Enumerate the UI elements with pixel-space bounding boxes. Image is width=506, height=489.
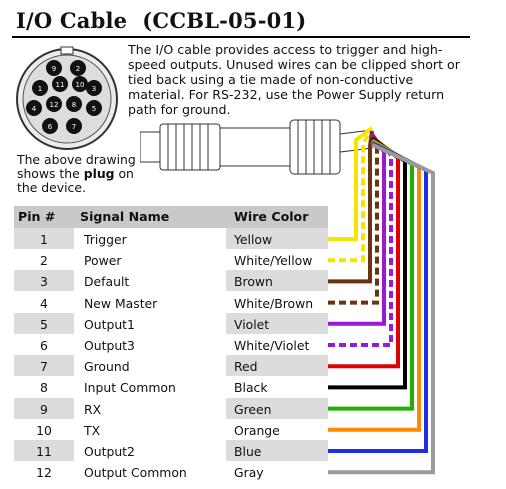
pin-cell: 9	[40, 401, 48, 417]
signal-cell-bg	[74, 397, 226, 419]
signal-cell-bg	[74, 376, 226, 398]
plug-pin-label: 1	[38, 85, 42, 93]
plug-pin-label: 7	[72, 123, 76, 131]
plug-pin-label: 9	[52, 65, 56, 73]
plug-pin-label: 2	[76, 65, 80, 73]
signal-cell: RX	[84, 401, 102, 417]
plug-pin-label: 11	[56, 81, 65, 89]
plug-pin	[46, 60, 62, 76]
cable-connector-drawing	[140, 119, 373, 175]
signal-cell: Power	[84, 253, 122, 269]
signal-cell: Default	[84, 274, 130, 290]
plug-pin-label: 10	[76, 81, 85, 89]
pin-cell: 6	[40, 338, 48, 353]
plug-pin-label: 5	[92, 105, 96, 113]
signal-cell-bg	[74, 312, 226, 334]
signal-cell-bg	[74, 249, 226, 271]
color-cell: Blue	[234, 444, 262, 459]
pin-cell: 5	[40, 316, 48, 332]
pin-cell: 3	[40, 274, 48, 290]
table-header	[14, 206, 328, 228]
signal-cell-bg	[74, 440, 226, 461]
signal-cell-bg	[74, 355, 226, 377]
signal-cell-bg	[74, 461, 226, 483]
plug-pin	[86, 100, 102, 116]
plug-pin	[46, 96, 62, 112]
wire	[328, 126, 374, 241]
color-cell: Green	[234, 401, 272, 417]
pin-cell: 2	[40, 253, 48, 269]
signal-cell: Input Common	[84, 380, 176, 396]
signal-cell: Output2	[84, 444, 135, 459]
pin-cell: 1	[40, 232, 48, 247]
plug-pin	[70, 60, 86, 76]
color-cell: Red	[234, 359, 258, 375]
color-cell: Gray	[234, 465, 264, 481]
plug-pin	[66, 118, 82, 134]
signal-cell-bg	[74, 418, 226, 440]
description: The I/O cable provides access to trigger…	[128, 42, 460, 117]
signal-cell-bg	[74, 291, 226, 313]
signal-cell: New Master	[84, 295, 158, 311]
pin-cell: 4	[40, 295, 48, 311]
title-rule	[12, 36, 470, 38]
header-color: Wire Color	[234, 209, 309, 224]
header-signal: Signal Name	[80, 209, 170, 224]
color-cell: Brown	[234, 274, 273, 290]
plug-pin	[72, 76, 88, 92]
color-cell: White/Violet	[234, 338, 310, 353]
color-cell: Orange	[234, 422, 280, 438]
color-cell: Black	[234, 380, 268, 396]
wire	[328, 128, 374, 263]
wire	[328, 142, 435, 475]
plug-pin	[52, 76, 68, 92]
drawing-caption: The above drawing shows the plug on the …	[17, 152, 136, 195]
plug-pin-label: 3	[92, 85, 96, 93]
signal-cell: Output3	[84, 338, 135, 353]
signal-cell: Output1	[84, 316, 135, 332]
signal-cell: Trigger	[84, 232, 127, 247]
signal-cell: Output Common	[84, 465, 187, 481]
plug-pin-label: 6	[48, 123, 53, 131]
plug-pin-label: 12	[50, 101, 59, 109]
plug-pin	[66, 96, 82, 112]
wire	[328, 136, 407, 390]
wire-white-stripe	[328, 155, 393, 347]
signal-cell-bg	[74, 334, 226, 355]
pin-cell: 8	[40, 380, 48, 396]
signal-cell-bg	[74, 270, 226, 292]
color-cell: White/Brown	[234, 295, 314, 311]
page-title: I/O Cable (CCBL-05-01)	[16, 8, 307, 33]
signal-cell-bg	[74, 228, 226, 249]
pin-cell: 10	[36, 422, 52, 438]
plug-pin	[26, 100, 42, 116]
plug-pin	[86, 80, 102, 96]
pin-cell: 12	[36, 465, 52, 481]
pin-cell: 11	[36, 444, 52, 459]
plug-pin	[32, 80, 48, 96]
pin-cell: 7	[40, 359, 48, 375]
color-cell: Violet	[234, 316, 270, 332]
plug-pin-label: 4	[32, 105, 37, 113]
plug-pin-label: 8	[72, 101, 76, 109]
wires	[328, 126, 435, 475]
plug-pin	[42, 118, 58, 134]
signal-cell: Ground	[84, 359, 130, 375]
color-cell: White/Yellow	[234, 253, 313, 269]
signal-cell: TX	[84, 422, 101, 438]
color-cell: Yellow	[234, 232, 273, 247]
header-pin: Pin #	[18, 209, 56, 224]
wire-white-stripe	[328, 149, 379, 305]
